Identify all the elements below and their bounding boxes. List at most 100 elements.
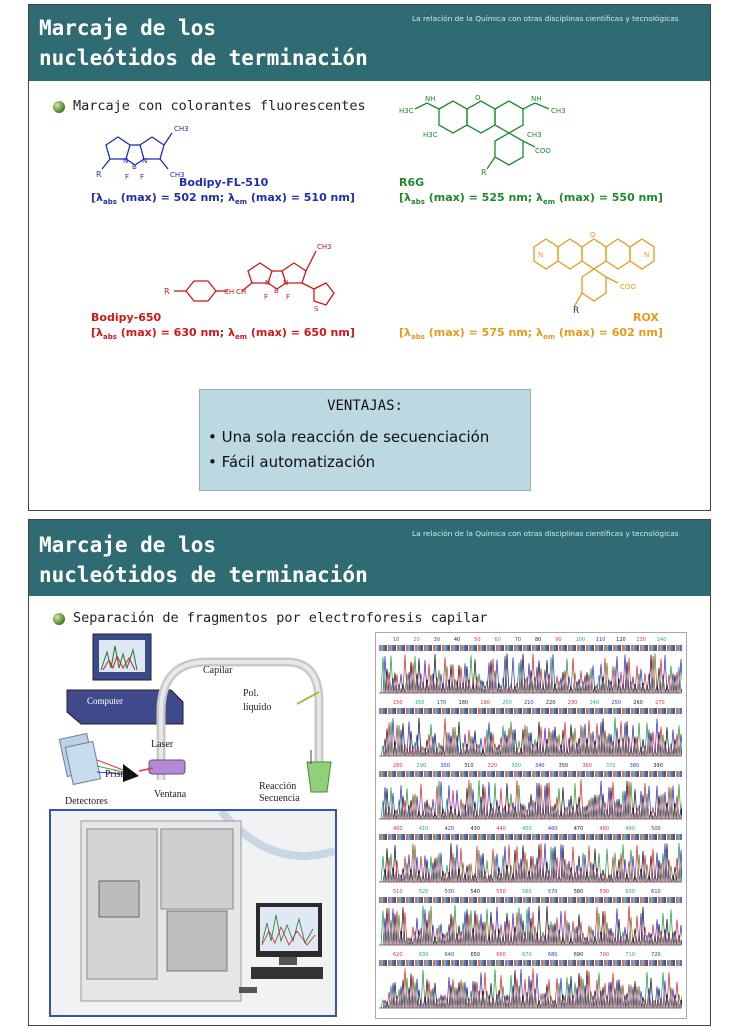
trace-tick-label: 50	[474, 637, 481, 643]
trace-tick-label: 140	[656, 637, 667, 643]
trace-tick-label: 170	[436, 700, 447, 706]
trace-tick-label: 540	[470, 889, 480, 895]
dye-name-r6g: R6G	[399, 176, 425, 189]
trace-tick-label: 110	[595, 637, 606, 643]
trace-tick-label: 510	[393, 889, 403, 895]
trace-tick-label: 300	[440, 763, 450, 769]
trace-peaks	[379, 653, 682, 694]
trace-tick-label: 530	[444, 889, 455, 895]
ventana-label: Ventana	[154, 789, 187, 800]
slide-title: Marcaje de los nucleótidos de terminació…	[39, 16, 368, 70]
secuencia-label: Secuencia	[259, 793, 300, 804]
bullet-text: Marcaje con colorantes fluorescentes	[73, 98, 366, 114]
advantages-box: VENTAJAS: • Una sola reacción de secuenc…	[199, 389, 531, 491]
trace-tick-label: 230	[567, 700, 578, 706]
r-label: R	[573, 306, 580, 316]
b-label: B	[132, 163, 137, 171]
trace-tick-label: 550	[496, 889, 506, 895]
trace-tick-label: 370	[606, 763, 616, 769]
h3c-label: H3C	[399, 107, 414, 115]
s-label: S	[314, 305, 319, 313]
trace-tick-label: 190	[480, 700, 490, 706]
trace-tick-label: 650	[470, 952, 480, 958]
trace-tick-label: 380	[629, 763, 640, 769]
coo-label: COO	[535, 147, 551, 155]
trace-tick-label: 40	[453, 637, 461, 643]
trace-tick-label: 180	[458, 700, 469, 706]
slide-header: Marcaje de los nucleótidos de terminació…	[29, 5, 710, 81]
trace-tick-label: 720	[651, 952, 661, 958]
slide-subtitle: La relación de la Química con otras disc…	[412, 529, 679, 538]
trace-line	[379, 843, 680, 883]
advantages-title: VENTAJAS:	[327, 398, 403, 414]
trace-tick-label: 200	[502, 700, 512, 706]
detectores-label: Detectores	[65, 796, 108, 807]
trace-tick-label: 590	[599, 889, 610, 895]
trace-tick-label: 670	[522, 952, 532, 958]
trace-tick-label: 310	[464, 763, 474, 769]
trace-tick-label: 700	[599, 952, 610, 958]
n-label: N	[538, 251, 543, 259]
slide-capillary-electrophoresis: Marcaje de los nucleótidos de terminació…	[28, 519, 711, 1026]
trace-tick-label: 30	[433, 637, 440, 643]
trace-tick-label: 60	[494, 637, 501, 643]
base-call-strip	[379, 834, 682, 840]
trace-tick-label: 10	[393, 637, 400, 643]
dye-spectra-bodipy-650: [λabs (max) = 630 nm; λem (max) = 650 nm…	[91, 326, 355, 342]
trace-tick-label: 480	[599, 826, 610, 832]
nh-label: NH	[531, 95, 542, 103]
r-label: R	[96, 170, 102, 179]
trace-tick-label: 400	[393, 826, 403, 832]
bullet-text: Separación de fragmentos por electrofore…	[73, 610, 488, 626]
bodipy-650-structure: R CH CH CH3 N B N F F S	[164, 243, 335, 313]
liquido-label: líquido	[243, 702, 272, 713]
base-call-strip	[379, 960, 682, 966]
base-call-strip	[379, 645, 682, 651]
trace-tick-label: 70	[514, 637, 522, 643]
slide-title: Marcaje de los nucleótidos de terminació…	[39, 533, 368, 587]
trace-tick-label: 450	[522, 826, 532, 832]
f-label: F	[286, 293, 290, 301]
f-label: F	[140, 173, 144, 181]
trace-tick-label: 240	[589, 700, 600, 706]
bodipy-fl-510-structure: CH3 CH3 R N B N F F	[96, 125, 189, 181]
trace-tick-label: 620	[393, 952, 403, 958]
pol-label: Pol.	[243, 688, 259, 699]
trace-tick-label: 610	[651, 889, 661, 895]
trace-peaks	[379, 717, 682, 757]
trace-tick-label: 500	[651, 826, 661, 832]
trace-tick-label: 520	[418, 889, 429, 895]
coo-label: COO	[620, 283, 636, 291]
r6g-structure: H3C NH O NH CH3 H3C CH3 COO R	[399, 94, 566, 177]
n-label: N	[644, 251, 649, 259]
dye-name-rox: ROX	[633, 311, 659, 324]
r-label: R	[481, 168, 487, 177]
base-call-strip	[379, 897, 682, 903]
n-label: N	[142, 157, 147, 165]
computer-label: Computer	[87, 696, 123, 706]
electrophoresis-diagram	[58, 633, 332, 793]
trace-tick-label: 150	[393, 700, 403, 706]
h3c-label: H3C	[423, 131, 438, 139]
trace-tick-label: 630	[418, 952, 429, 958]
trace-tick-label: 100	[575, 637, 586, 643]
trace-tick-label: 680	[547, 952, 558, 958]
trace-tick-label: 330	[511, 763, 521, 769]
dye-spectra-r6g: [λabs (max) = 525 nm; λem (max) = 550 nm…	[399, 191, 663, 207]
r-label: R	[164, 287, 170, 296]
ch3-label: CH3	[551, 107, 566, 115]
trace-tick-label: 440	[496, 826, 506, 832]
dye-spectra-bodipy-fl-510: [λabs (max) = 502 nm; λem (max) = 510 nm…	[91, 191, 355, 207]
n-label: N	[123, 157, 128, 165]
base-call-strip	[379, 771, 682, 777]
slide-header: Marcaje de los nucleótidos de terminació…	[29, 520, 710, 596]
